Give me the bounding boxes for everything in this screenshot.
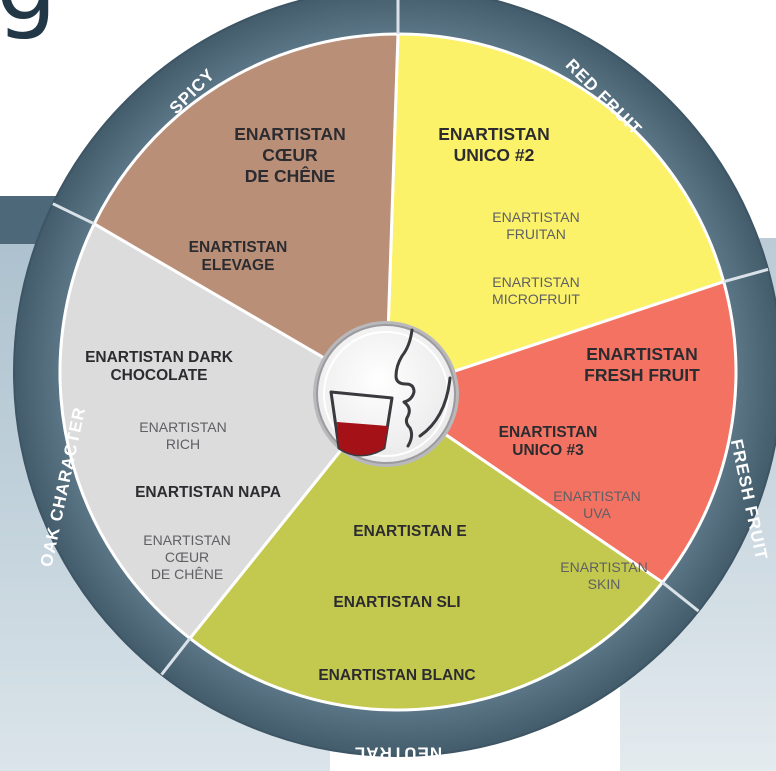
product-label-line: ENARTISTAN E xyxy=(353,523,466,540)
product-label-line: UVA xyxy=(583,505,611,521)
product-label-line: ENARTISTAN xyxy=(438,124,549,144)
ring-divider xyxy=(52,202,95,226)
product-label-neutral-1: ENARTISTAN E xyxy=(353,523,466,540)
ring-divider xyxy=(160,637,192,676)
nose-and-wine-glass-icon xyxy=(313,321,459,467)
cheek-line xyxy=(418,376,452,438)
product-label-line: UNICO #2 xyxy=(454,145,535,165)
product-label-line: ENARTISTAN xyxy=(586,344,697,364)
product-label-line: SKIN xyxy=(588,576,621,592)
product-label-line: MICROFRUIT xyxy=(492,291,580,307)
flavor-sectors xyxy=(58,32,738,712)
sector-spicy xyxy=(384,32,726,397)
product-label-line: ENARTISTAN xyxy=(492,209,579,225)
product-label-line: ENARTISTAN xyxy=(499,424,598,441)
product-label-line: CHOCOLATE xyxy=(110,367,207,384)
category-label-neutral: NEUTRAL xyxy=(354,744,442,763)
sector-red_fruit xyxy=(382,279,738,585)
sector-neutral xyxy=(58,221,389,641)
product-label-line: ENARTISTAN xyxy=(143,532,230,548)
ring-divider xyxy=(661,581,700,613)
ring-dividers xyxy=(52,0,769,676)
product-label-line: ENARTISTAN xyxy=(234,124,345,144)
product-label-line: FRESH FRUIT xyxy=(584,365,700,385)
sector-oak xyxy=(92,32,400,397)
product-label-line: ENARTISTAN xyxy=(560,559,647,575)
product-label-line: ENARTISTAN xyxy=(139,419,226,435)
product-label-line: UNICO #3 xyxy=(512,442,584,459)
product-label-neutral-3: ENARTISTAN BLANC xyxy=(318,667,475,684)
product-label-line: ENARTISTAN SLI xyxy=(333,594,460,611)
heading-fragment: g xyxy=(0,0,57,34)
product-label-oak-3: ENARTISTAN NAPA xyxy=(135,484,281,501)
sector-fresh_fruit xyxy=(187,391,665,712)
product-label-line: ENARTISTAN xyxy=(189,239,288,256)
product-label-line: FRUITAN xyxy=(506,226,566,242)
wine-fill xyxy=(337,422,388,455)
product-label-line: ENARTISTAN xyxy=(492,274,579,290)
product-label-line: ENARTISTAN xyxy=(553,488,640,504)
product-label-line: DE CHÊNE xyxy=(151,566,223,582)
nose-profile xyxy=(394,328,416,448)
product-label-line: ENARTISTAN DARK xyxy=(85,349,234,366)
product-label-neutral-2: ENARTISTAN SLI xyxy=(333,594,460,611)
product-label-line: RICH xyxy=(166,436,200,452)
product-label-line: ENARTISTAN NAPA xyxy=(135,484,281,501)
ring-divider xyxy=(723,267,769,284)
product-label-line: ELEVAGE xyxy=(202,257,275,274)
product-label-line: DE CHÊNE xyxy=(245,165,335,186)
product-label-line: ENARTISTAN BLANC xyxy=(318,667,475,684)
product-label-line: CŒUR xyxy=(262,145,318,165)
product-label-line: CŒUR xyxy=(165,549,209,565)
